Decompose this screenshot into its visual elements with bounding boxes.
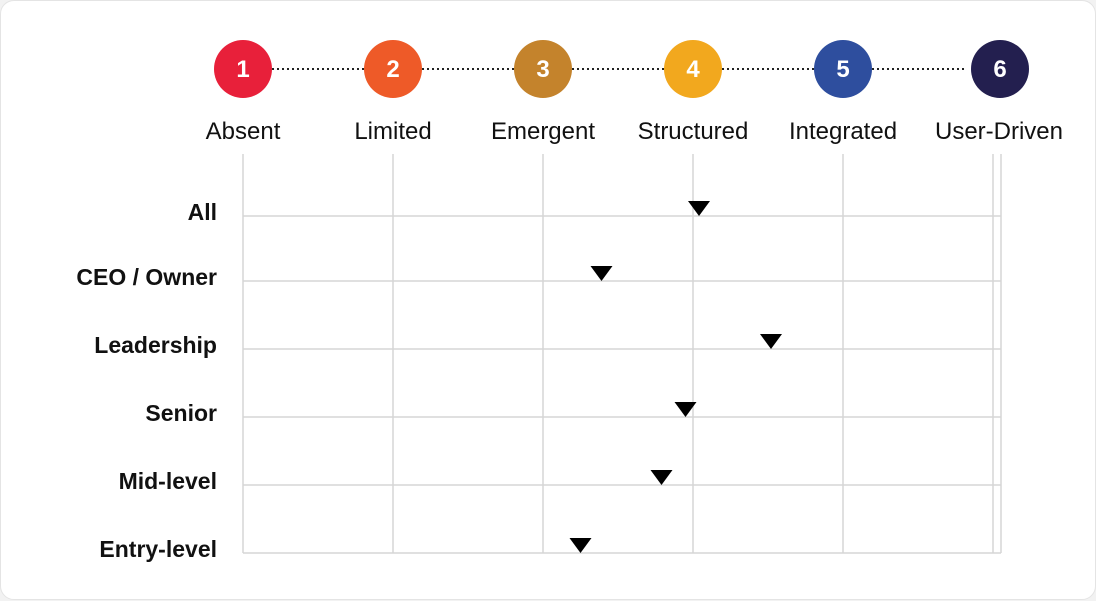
row-label-3: Leadership (94, 332, 217, 358)
stage-5-number: 5 (836, 56, 849, 83)
row-label-2: CEO / Owner (76, 264, 217, 290)
stage-3-number: 3 (536, 56, 549, 83)
stage-2-number: 2 (386, 56, 399, 83)
stage-6-circle (971, 40, 1029, 98)
marker-6 (569, 538, 592, 553)
row-label-6: Entry-level (99, 536, 217, 562)
stage-5-circle (814, 40, 872, 98)
stage-5-label: Integrated (789, 118, 897, 145)
stage-1-circle (214, 40, 272, 98)
row-label-1: All (188, 199, 217, 225)
stage-4-circle (664, 40, 722, 98)
marker-1 (688, 201, 710, 216)
grid (242, 154, 1002, 554)
stage-3-label: Emergent (491, 118, 595, 145)
marker-4 (674, 402, 697, 417)
stage-1-number: 1 (236, 56, 249, 83)
stage-3-circle (514, 40, 572, 98)
row-label-4: Senior (145, 400, 217, 426)
marker-5 (650, 470, 673, 485)
stage-1-label: Absent (206, 118, 281, 145)
row-label-5: Mid-level (119, 468, 217, 494)
stage-2-label: Limited (354, 118, 431, 145)
markers (569, 201, 782, 553)
stage-4-label: Structured (638, 118, 749, 145)
marker-2 (590, 266, 613, 281)
stage-4-number: 4 (686, 56, 700, 83)
stage-2-circle (364, 40, 422, 98)
stage-6-number: 6 (993, 56, 1006, 83)
stage-6-label: User-Driven (935, 118, 1063, 145)
marker-3 (760, 334, 782, 349)
